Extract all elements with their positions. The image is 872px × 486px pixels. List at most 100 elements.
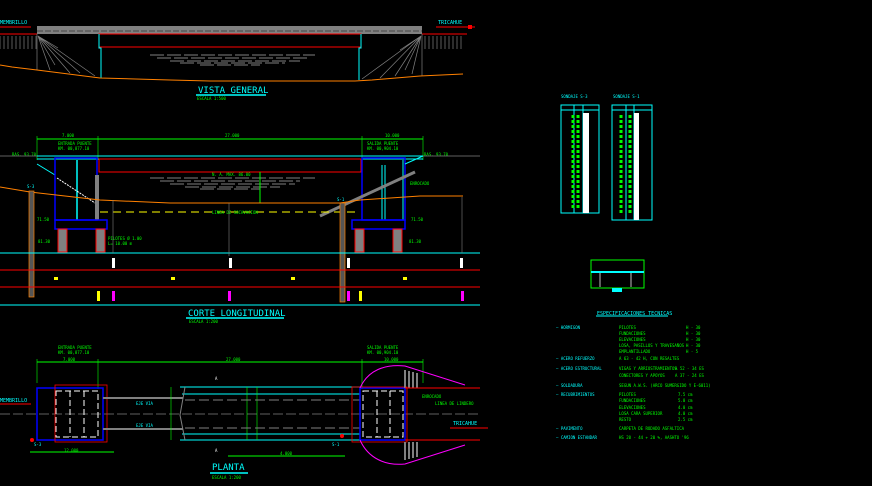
water-lines (150, 54, 315, 66)
ground-profile (0, 64, 464, 82)
profile-band (0, 252, 480, 306)
vista-general-scale: ESCALA 1:500 (197, 96, 226, 101)
planta: ENTRADA PUENTE KM. 00,877.10 SALIDA PUEN… (0, 345, 488, 480)
left-footing (54, 219, 108, 230)
level-label: RAS. 93.70 (12, 152, 37, 157)
dim-label: 7.000 (62, 133, 75, 138)
spec-label: — HORMIGON (556, 325, 581, 330)
borehole-label: S-1 (337, 197, 345, 202)
right-footing (351, 219, 406, 230)
left-abutment (54, 157, 98, 221)
spec-item: SEGUN A.W.S. (ARCO SUMERGIDO Y E-6011) (619, 383, 711, 388)
place-right-label: TRICAHUE (438, 20, 462, 26)
corte-title: CORTE LONGITUDINAL (188, 309, 286, 319)
abutment-label: SALIDA PUENTE (367, 141, 399, 146)
section-mark: A (215, 448, 218, 453)
spec-value: H - 30 (686, 337, 701, 342)
deck-cross-section (590, 259, 645, 292)
borehole-label: S-3 (34, 442, 42, 447)
pile-label: PILOTES Ø 1.00 (108, 236, 142, 241)
spec-value: H - 5 (686, 349, 699, 354)
spec-label: — RECUBRIMIENTOS (556, 392, 595, 397)
spec-value: 4.0 cm (678, 405, 693, 410)
spec-item: LOSA CARA SUPERIOR (619, 411, 663, 416)
vista-general-title: VISTA GENERAL (198, 86, 268, 96)
spec-item: VIGAS Y ARRIOSTRAMIENTOS (619, 366, 677, 371)
scour-label: LINEA DE SOCAVACION (212, 210, 258, 215)
water-level-label: N. A. MAX. 86.00 (212, 172, 251, 177)
vista-general: MEMBRILLO TRICAHUE VISTA GENERAL ESCALA … (0, 20, 475, 101)
dim-label: 27.000 (226, 357, 241, 362)
spec-item: FUNDACIONES (619, 331, 646, 336)
right-abutment (361, 157, 406, 221)
dim-label: 4.000 (280, 451, 293, 456)
place-right-label: TRICAHUE (453, 421, 477, 427)
specs-title: ESPECIFICACIONES TECNICAS (597, 311, 672, 317)
band-markers (54, 258, 464, 301)
abutment-outline (98, 34, 362, 80)
place-left-label: MEMBRILLO (0, 398, 27, 404)
borehole-table-left (560, 104, 600, 214)
corte-scale: ESCALA 1:200 (189, 319, 218, 324)
right-abutment-plan (359, 387, 406, 441)
spec-label: — SOLDADURA (556, 383, 583, 388)
spec-label: — ACERO ESTRUCTURAL (556, 366, 602, 371)
spec-value: 4.0 cm (678, 411, 693, 416)
abutment-station: KM. 00,904.10 (367, 146, 399, 151)
borehole-label: S-1 (332, 442, 340, 447)
spec-value: H - 30 (686, 343, 701, 348)
spec-item: A 63 - 42 H, CON RESALTES (619, 356, 680, 361)
spec-item: LOSA, PASILLOS Y TRAVESAÑOS (619, 343, 685, 348)
abutment-station: KM. 00,877.10 (58, 146, 90, 151)
borehole-tables: SONDAJE S-3 SONDAJE S-1 (560, 94, 653, 221)
main-span (98, 33, 362, 48)
especificaciones-tecnicas: ESPECIFICACIONES TECNICAS — HORMIGON PILO… (556, 311, 711, 440)
road-edges (103, 397, 183, 430)
abutment-label: ENTRADA PUENTE (58, 345, 92, 350)
abutment-label: SALIDA PUENTE (367, 345, 399, 350)
spec-value: H - 30 (686, 331, 701, 336)
section-mark: A (215, 376, 218, 381)
spec-value: A 52 - 34 ES (675, 366, 704, 371)
spec-value: 2.5 cm (678, 417, 693, 422)
abutment-station: KM. 00,877.10 (58, 350, 90, 355)
boundary-label: LINEA DE LINDERO (435, 401, 474, 406)
left-abutment-plan (36, 387, 104, 441)
enrocado-label: ENROCADO (410, 181, 430, 186)
dim-label: 7.000 (63, 357, 76, 362)
ground-profile (0, 186, 463, 204)
spec-item: RESTO (619, 417, 632, 422)
dim-label: 27.000 (225, 133, 240, 138)
spec-item: ELEVACIONES (619, 337, 646, 342)
planta-scale: ESCALA 1:200 (212, 475, 241, 480)
axis-label: EJE VIA (136, 423, 153, 428)
spec-item: ELEVACIONES (619, 405, 646, 410)
spec-item: FUNDACIONES (619, 398, 646, 403)
table-title: SONDAJE S-1 (613, 94, 640, 99)
main-span (98, 158, 362, 173)
dim-label: 10.000 (384, 357, 399, 362)
elevation-label: 71.50 (37, 217, 50, 222)
abutment-station: KM. 00,904.10 (367, 350, 399, 355)
spec-item: PILOTES (619, 325, 636, 330)
spec-item: CARPETA DE RODADO ASFALTICA (619, 426, 685, 431)
axis-label: EJE VIA (136, 401, 153, 406)
spec-label: — CAMION ESTANDAR (556, 435, 598, 440)
spec-value: 7.5 cm (678, 392, 693, 397)
spec-label: — PAVIMENTO (556, 426, 583, 431)
borehole-label: S-3 (27, 184, 35, 189)
spec-item: HS 20 - 44 + 20 %, AASHTO '96 (619, 435, 689, 440)
pile (57, 228, 68, 253)
spec-value: A 37 - 24 ES (675, 373, 704, 378)
embankment-hatch (0, 34, 462, 80)
pile (354, 228, 365, 253)
abutment-label: ENTRADA PUENTE (58, 141, 92, 146)
elevation-label: 71.50 (411, 217, 424, 222)
borehole-table-right (611, 104, 653, 221)
spec-item: PILOTES (619, 392, 636, 397)
planta-title: PLANTA (212, 463, 245, 473)
corte-longitudinal: 7.000 27.000 10.000 ENTRADA PUENTE KM. 0… (0, 133, 480, 324)
arrow-icon (468, 25, 472, 29)
level-label: RAS. 93.70 (424, 152, 449, 157)
elevation-label: 81.30 (409, 239, 422, 244)
